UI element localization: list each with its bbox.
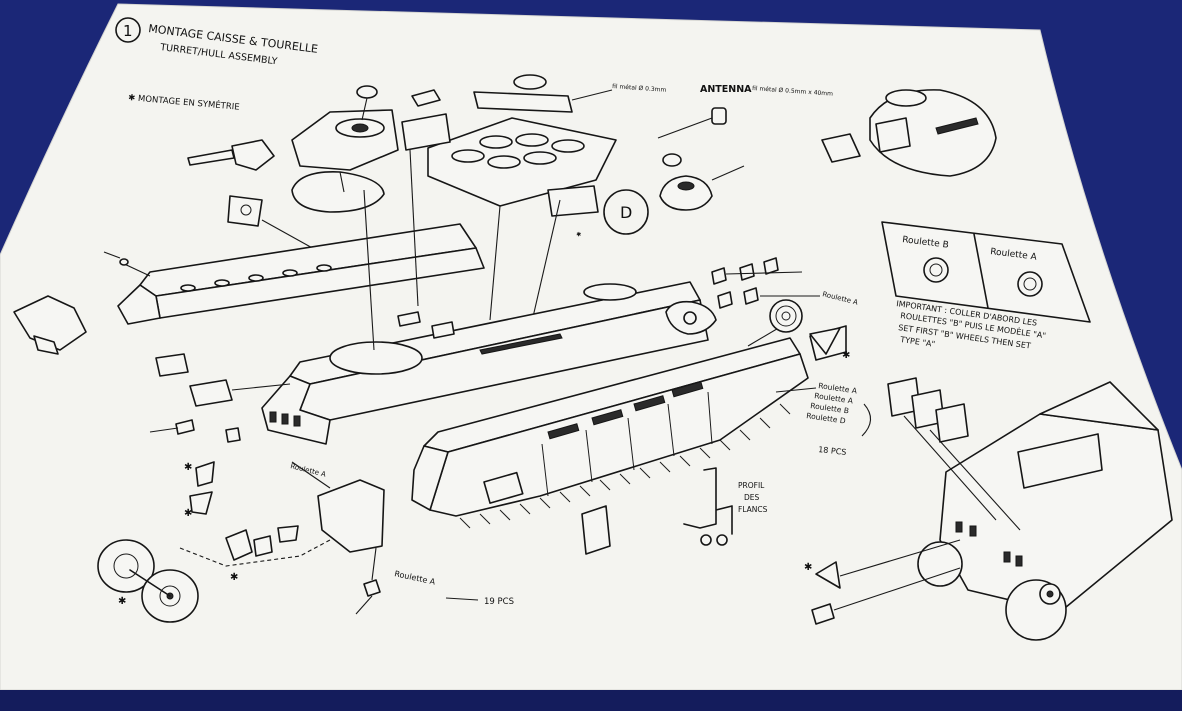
upper-hull <box>103 223 485 325</box>
turret-detail-top-right <box>821 89 997 177</box>
rear-hatch-opening <box>583 283 637 301</box>
step-number-circle <box>115 17 141 43</box>
label-19-pcs: 19 PCS <box>484 597 514 607</box>
left-clip-part <box>195 461 215 487</box>
track-hatch <box>483 471 524 504</box>
svg-text:✱: ✱ <box>230 572 238 583</box>
hull-hatch-b <box>431 321 455 339</box>
track-underside-hatching <box>459 403 791 529</box>
svg-text:✱: ✱ <box>184 508 192 519</box>
rear-hull-vents <box>955 521 1023 567</box>
upper-hull-rivets <box>180 264 332 292</box>
upper-hull-pin <box>119 258 129 266</box>
rear-hull-detail: ✱ <box>804 377 1173 641</box>
antenna-label: ANTENNA <box>700 84 752 95</box>
antenna-base <box>711 107 727 125</box>
reference-d-label: D <box>620 203 632 222</box>
small-decal-part <box>227 195 263 227</box>
track-tensioner-left <box>189 379 233 407</box>
svg-text:✱: ✱ <box>118 596 126 607</box>
deck-fan-cover <box>547 185 599 217</box>
deck-vent-strip <box>479 333 563 355</box>
rear-sprocket-wheel <box>769 299 803 333</box>
flank-profile-detail: PROFIL DES FLANCS <box>683 467 768 546</box>
rear-hull-top <box>1039 381 1159 431</box>
front-suspension-part <box>317 479 385 553</box>
legend-wheel-b <box>923 257 949 283</box>
hull-deck-front <box>261 375 331 445</box>
turret-detail-slot <box>935 117 979 135</box>
turret-detail-cupola <box>885 89 927 107</box>
rear-hook-part <box>811 603 835 625</box>
engine-deck-assembly: fil métal Ø 0.3mm <box>401 74 667 331</box>
label-18-pcs: 18 PCS <box>818 445 847 457</box>
main-hull-deck <box>261 149 717 445</box>
note-top-wire: fil métal Ø 0.3mm <box>612 83 667 94</box>
svg-text:✱: ✱ <box>184 462 192 473</box>
reference-circle-d: D ✱ <box>576 189 649 239</box>
side-plate-part <box>581 505 611 555</box>
gun-mantlet <box>231 139 275 171</box>
profil-line-1: PROFIL <box>738 481 765 490</box>
svg-text:✱: ✱ <box>576 231 582 238</box>
svg-text:✱: ✱ <box>842 350 850 361</box>
pipe-bracket <box>411 89 441 107</box>
track-side-panel-lines <box>541 391 713 497</box>
track-frame-side <box>429 353 809 517</box>
rear-hitch-part <box>815 561 841 589</box>
bogie-parts <box>225 529 253 561</box>
track-nose <box>411 445 449 511</box>
deck-grilles <box>451 133 585 169</box>
turret-hatch-inner <box>351 123 369 133</box>
svg-text:✱: ✱ <box>804 562 812 573</box>
cupola-knob <box>356 85 378 99</box>
legend-wheel-a <box>1017 271 1043 297</box>
hull-hatch-a <box>397 311 421 327</box>
muffler <box>513 74 547 90</box>
front-wheel-set: ✱ <box>97 539 199 623</box>
cupola-detail <box>659 153 745 211</box>
profil-line-2: DES <box>744 493 760 502</box>
left-small-parts: ✱ ✱ Roulette A ✱ <box>13 295 385 583</box>
exhaust-box-left <box>155 353 189 377</box>
turret-ring-opening <box>329 341 423 375</box>
turret-assembly <box>187 85 399 251</box>
rear-hull-hatch <box>1017 433 1103 489</box>
turret-detail-mantlet <box>875 117 911 153</box>
track-side-vents <box>547 381 704 440</box>
turret-detail-loose-part <box>821 133 861 163</box>
rear-bracket-left <box>13 295 87 351</box>
paper-shadow <box>0 690 1182 711</box>
profil-line-3: FLANCS <box>738 505 768 514</box>
track-assembly <box>411 319 847 529</box>
legend-box-frame <box>881 221 1091 323</box>
front-vision-slits <box>269 411 301 427</box>
rear-hull-small-plates <box>887 377 969 443</box>
road-wheel-1 <box>97 539 155 593</box>
step-number: 1 <box>123 22 133 40</box>
deck-side-panel <box>401 113 451 151</box>
turret-ring-plate <box>291 171 385 213</box>
tow-pin-left <box>175 419 195 435</box>
rear-small-parts: Roulette A ✱ <box>711 257 859 361</box>
exhaust-pipe <box>473 91 573 113</box>
left-spring-part <box>189 491 213 515</box>
rear-drive-wheel <box>917 541 963 587</box>
upper-hull-rear <box>117 284 161 325</box>
